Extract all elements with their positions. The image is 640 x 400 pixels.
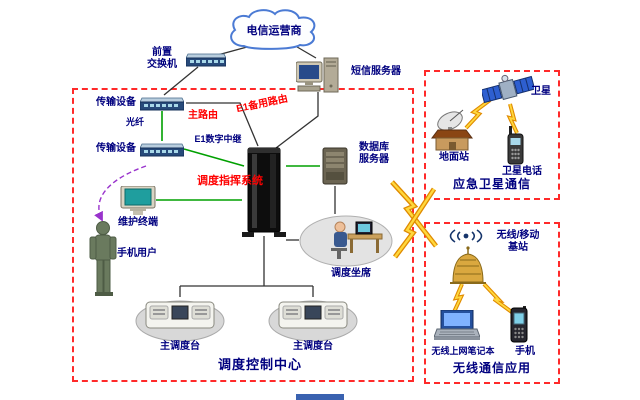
mobile-phone-icon [510,306,528,343]
cloud-label: 电信运营商 [246,25,302,37]
main-console-left-label: 主调度台 [160,341,200,352]
lightning-bolts [390,98,519,315]
signal-waves-icon [449,229,483,243]
wireless-box-title: 无线通信应用 [452,361,531,375]
maintenance-terminal [120,185,156,221]
crt-monitor-icon [120,185,156,215]
satellite-icon [480,74,536,104]
transmission-device-top [139,95,185,116]
sms-server [295,56,340,99]
wireless-laptop [433,309,481,347]
satellite-phone-label: 卫星电话 [502,166,542,177]
front-switch-label: 前置 交换机 [147,47,177,70]
front-switch [185,51,227,72]
emergency-satellite-box [424,70,560,200]
transmission-top-label: 传输设备 [96,97,136,108]
sms-server-label: 短信服务器 [351,66,401,77]
bottom-edge-artifact [296,394,344,400]
mobile-phone [508,306,530,349]
transmission-device-bottom [139,141,185,162]
base-station-label: 无线/移动 基站 [496,230,540,253]
database-server-label: 数据库 服务器 [359,142,389,165]
main-console-right-label: 主调度台 [293,341,333,352]
e1-trunk-label: E1数字中继 [194,134,242,144]
dispatch-seat-icon [299,215,393,267]
ground-station [428,108,476,157]
desktop-computer-icon [295,57,339,93]
control-center-title: 调度控制中心 [217,357,302,372]
console-icon [268,300,358,342]
green-links [156,111,320,201]
dispatch-seat [298,214,394,273]
telecom-cloud: 电信运营商 [222,8,326,52]
fiber-label: 光纤 [125,117,144,127]
database-server [320,146,350,191]
base-station-dome-icon [450,246,486,284]
satellite [480,72,536,113]
console-icon [135,300,225,342]
mobile-phone-label: 手机 [515,346,535,357]
signal-waves [446,228,486,249]
maintenance-terminal-label: 维护终端 [118,217,158,228]
wireless-user-dashed-link [94,165,147,222]
soldier-icon [89,221,117,296]
satellite-phone-icon [507,126,524,165]
satellite-box-title: 应急卫星通信 [452,177,531,191]
dispatch-command-server [242,146,286,243]
main-console-right [267,296,359,347]
wireless-application-box [424,222,560,384]
ground-station-label: 地面站 [439,152,469,163]
wireless-laptop-label: 无线上网笔记本 [431,346,495,356]
switch-icon [185,53,227,67]
tower-server-icon [242,147,286,237]
mobile-user-label: 手机用户 [117,248,157,259]
satellite-phone [506,126,526,171]
dispatch-seat-label: 调度坐席 [331,268,371,279]
satellite-label: 卫星 [531,86,551,97]
transmission-device-icon [139,143,185,157]
base-station-dome [446,246,490,289]
cloud-icon [230,9,316,50]
main-console-left [134,296,226,347]
transmission-device-icon [139,97,185,111]
database-server-icon [322,147,348,185]
dispatch-command-system-label: 调度指挥系统 [197,175,263,187]
ground-station-icon [431,109,473,151]
laptop-icon [433,309,481,340]
transmission-bottom-label: 传输设备 [96,143,136,154]
main-route-label: 主路由 [188,110,218,121]
mobile-user-figure [84,220,124,301]
